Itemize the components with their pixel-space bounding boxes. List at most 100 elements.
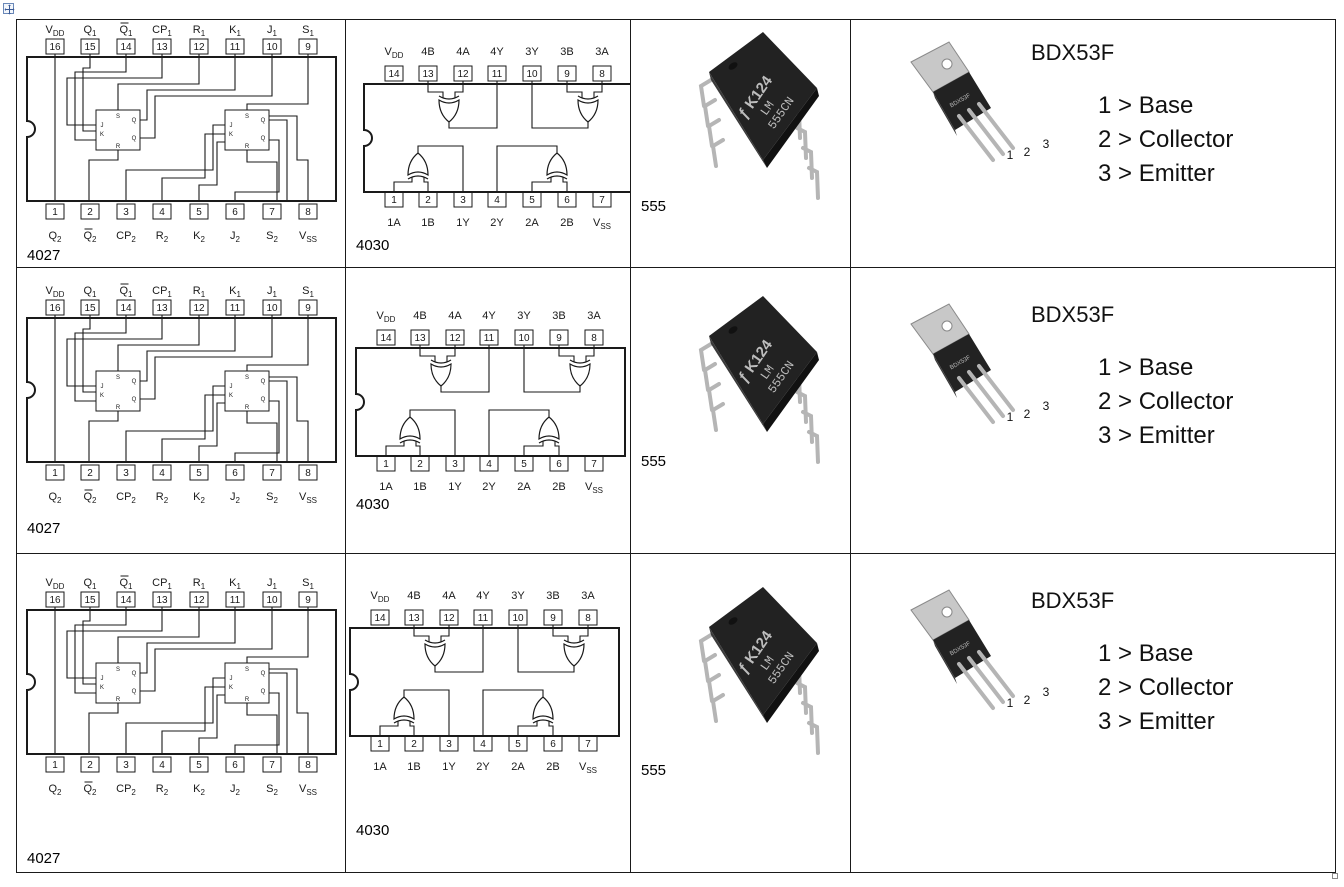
pin-label-11-text: K [229, 285, 237, 297]
pin-label-2: Q2 [83, 230, 97, 244]
wire [88, 411, 119, 462]
ic-4027-body-outline [26, 317, 337, 463]
pin-label-6-text: J [230, 491, 236, 503]
pin-number-16: 16 [49, 42, 61, 53]
pin-label-4: R2 [156, 783, 169, 797]
pin-number-8: 8 [585, 613, 591, 624]
transistor-body-side [933, 92, 957, 136]
flip-flop-label-j: J [230, 123, 233, 129]
pin-number-4: 4 [159, 468, 165, 479]
ic-4030-body-outline [363, 83, 630, 193]
pin-number-3: 3 [123, 468, 129, 479]
pin-label-7: S2 [266, 783, 278, 797]
wire [125, 385, 225, 462]
wire [198, 694, 225, 754]
transistor-body [933, 620, 991, 678]
pin-box-4 [152, 464, 172, 481]
chip-leg-left-1 [698, 633, 713, 663]
pin-label-13-text: 4B [421, 46, 434, 58]
pin-label-8-text: V [299, 230, 307, 242]
wire [523, 441, 544, 456]
xor-gate-1 [399, 416, 421, 444]
pin-label-9-subscript: 1 [309, 582, 314, 591]
pin-label-12: 4A [456, 46, 470, 58]
pin-box-6 [225, 203, 245, 220]
xor-gate-2-body [546, 152, 568, 177]
pin-label-5-text: 2A [525, 217, 539, 229]
pin-label-8-subscript: SS [306, 788, 317, 797]
wire [161, 686, 225, 754]
pin-label-6-subscript: 2 [236, 788, 241, 797]
pin-label-12: R1 [193, 577, 206, 591]
pin-label-6: J2 [230, 783, 241, 797]
flip-flop-label-k: K [229, 685, 233, 691]
pin-label-5-text: 2A [517, 481, 531, 493]
pin-label-5-text: K [193, 230, 201, 242]
wire [117, 607, 200, 663]
pin-label-5-subscript: 2 [200, 496, 205, 505]
wire [496, 145, 558, 192]
pin-number-8: 8 [305, 760, 311, 771]
pin-label-10: 3Y [517, 310, 531, 322]
flip-flop-label-j: J [101, 676, 104, 682]
flip-flop-label-r: R [245, 405, 250, 411]
transistor-pin-number-2: 2 [1024, 145, 1031, 159]
pin-box-8 [298, 464, 318, 481]
pin-label-1-text: Q [48, 491, 57, 503]
wire [82, 315, 96, 393]
table-move-handle[interactable] [3, 3, 15, 15]
pin-box-5 [189, 464, 209, 481]
pin-label-9: S1 [302, 24, 314, 38]
pin-box-4 [152, 203, 172, 220]
pin-label-14: Q1 [119, 285, 133, 299]
pin-label-4: 2Y [482, 481, 496, 493]
wire [269, 380, 288, 462]
pin-label-7-text: V [585, 481, 593, 493]
pin-number-14: 14 [374, 613, 386, 624]
pin-label-5: 2A [517, 481, 531, 493]
pin-label-12-subscript: 1 [201, 29, 206, 38]
wire [415, 441, 421, 456]
wire [161, 394, 225, 462]
pin-label-10: 3Y [525, 46, 539, 58]
xor-gate-2-curve [546, 175, 568, 180]
table-resize-handle[interactable] [1332, 873, 1338, 879]
pin-number-2: 2 [425, 195, 431, 206]
chip-leg-left-1 [698, 342, 713, 372]
pin-number-10: 10 [266, 303, 278, 314]
chip-pin1-dot [728, 62, 738, 70]
wire [440, 345, 490, 393]
ic-4030-body-outline [355, 347, 626, 457]
ic-4030-body-outline [349, 627, 620, 737]
pin-label-7: S2 [266, 230, 278, 244]
pin-label-9-text: 3B [546, 590, 559, 602]
pin-label-5: 2A [525, 217, 539, 229]
flip-flop-label-k: K [100, 132, 104, 138]
pin-number-10: 10 [266, 42, 278, 53]
pin-label-16: VDD [46, 285, 65, 299]
pin-label-7-subscript: SS [586, 766, 597, 775]
wire [579, 625, 589, 642]
pin-label-12-text: R [193, 577, 201, 589]
flip-flop-label-q: Q [132, 671, 137, 677]
pin-box-14 [376, 329, 396, 346]
pin-label-14-text: V [371, 590, 379, 602]
flip-flop-label-s: S [245, 375, 249, 381]
wire [482, 689, 544, 736]
xor-gate-1-curve [399, 439, 421, 444]
pin-label-12: 4A [442, 590, 456, 602]
pin-label-2: 1B [413, 481, 426, 493]
pin-number-3: 3 [446, 739, 452, 750]
pin-label-14-text: Q [119, 577, 128, 589]
pin-number-14: 14 [120, 42, 132, 53]
pin-label-10-text: J [267, 577, 273, 589]
pin-label-7-text: S [266, 230, 273, 242]
pin-label-9-text: S [302, 577, 309, 589]
pin-label-16-text: V [46, 577, 54, 589]
column-divider [345, 20, 346, 872]
pin-label-3-subscript: 2 [131, 235, 136, 244]
wire [269, 115, 309, 201]
